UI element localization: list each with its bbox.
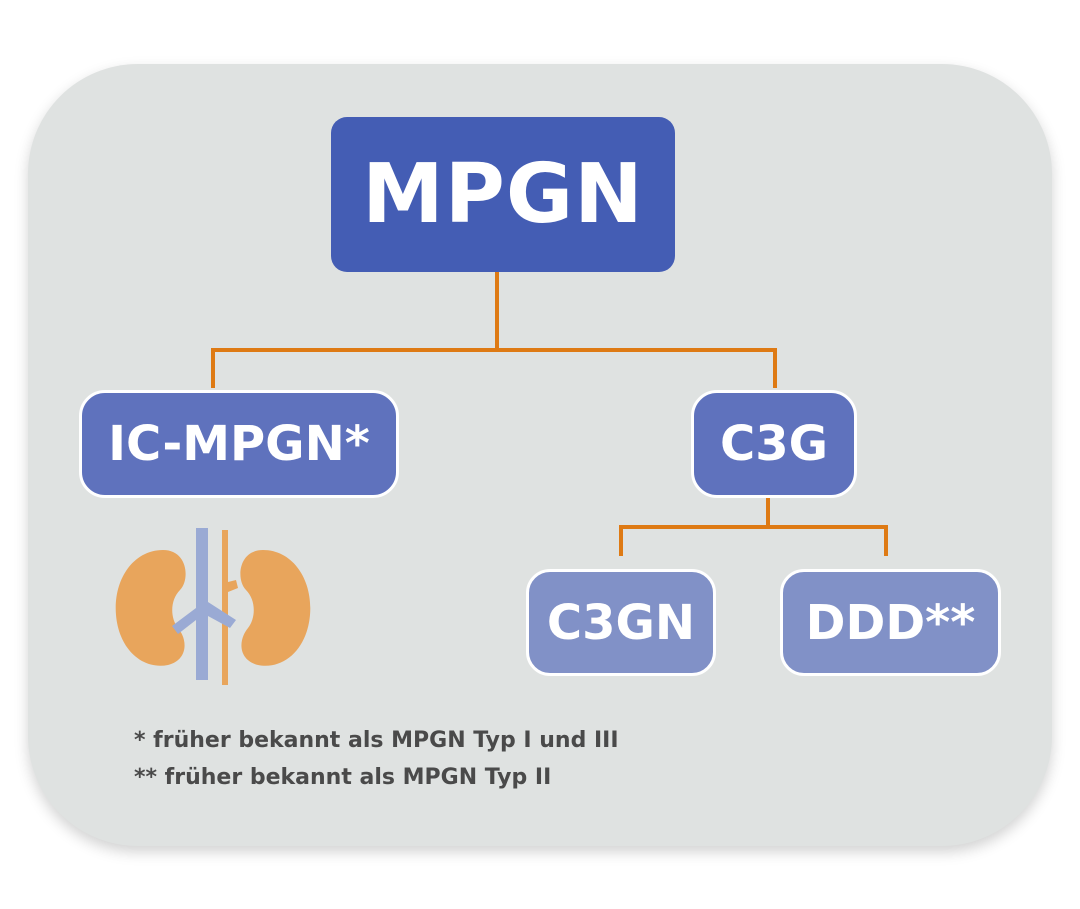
node-mpgn: MPGN [331,117,675,272]
node-ddd-label: DDD** [805,594,976,651]
left-kidney-shape [115,550,186,666]
kidneys-icon [115,528,311,685]
connector-root-to-children [211,271,777,388]
node-ic-mpgn-label: IC-MPGN* [108,416,370,472]
node-ddd: DDD** [780,569,1001,676]
node-c3gn-label: C3GN [546,594,696,651]
right-kidney-shape [240,550,311,666]
node-c3g: C3G [691,390,857,498]
node-c3gn: C3GN [526,569,716,676]
node-ic-mpgn: IC-MPGN* [79,390,399,498]
footnotes: * früher bekannt als MPGN Typ I und III … [134,722,619,796]
node-c3g-label: C3G [719,416,829,472]
node-mpgn-label: MPGN [362,147,644,242]
footnote-ic-mpgn: * früher bekannt als MPGN Typ I und III [134,728,619,753]
artery-shape [222,530,238,685]
footnote-ddd: ** früher bekannt als MPGN Typ II [134,765,552,790]
vein-shape [172,528,236,680]
connector-c3g-to-grandchildren [619,496,888,556]
